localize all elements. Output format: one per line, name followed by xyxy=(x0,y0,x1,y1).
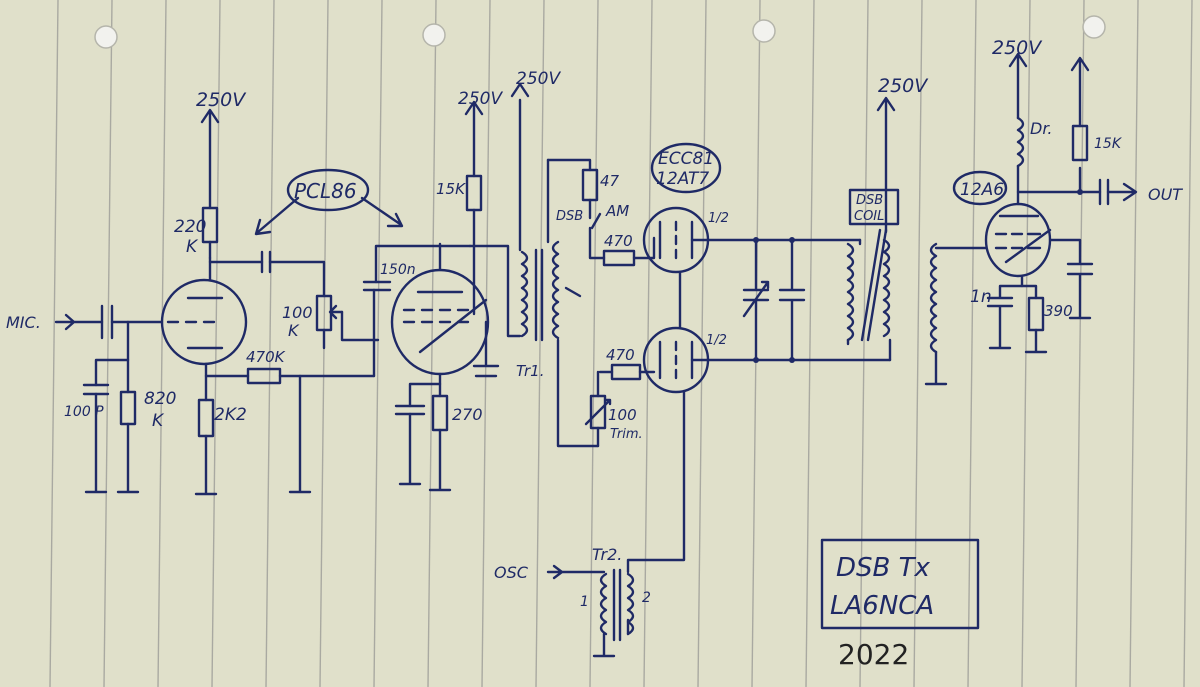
label-c1n: 1n xyxy=(970,287,992,307)
label-dsb-switch: DSB xyxy=(556,209,583,224)
label-tr2-1: 1 xyxy=(580,594,589,610)
label-half-2: 1/2 xyxy=(706,333,727,348)
label-dr: Dr. xyxy=(1030,119,1053,138)
label-r100trim-2: Trim. xyxy=(610,427,643,442)
balanced-modulator xyxy=(581,168,892,574)
label-r15k-1: 15K xyxy=(436,180,466,198)
label-r2k2: 2K2 xyxy=(214,405,247,425)
mic-input-stage xyxy=(54,108,380,496)
label-c100p: 100 P xyxy=(64,404,104,420)
12a6-bubble xyxy=(952,170,1008,206)
year-label: 2022 xyxy=(838,638,909,671)
label-r470-2: 470 xyxy=(606,346,635,364)
label-r220-2: K xyxy=(186,237,199,257)
label-250v-2: 250V xyxy=(458,89,503,109)
label-250v-3: 250V xyxy=(516,69,561,89)
label-r390: 390 xyxy=(1044,302,1073,320)
label-r470k: 470K xyxy=(246,348,286,366)
label-r820-2: K xyxy=(152,411,165,431)
label-tr2: Tr2. xyxy=(592,545,622,564)
label-tr2-2: 2 xyxy=(642,590,651,606)
label-ecc81: ECC81 xyxy=(658,149,714,169)
label-250v-1: 250V xyxy=(196,89,247,111)
dsb-tank-circuit xyxy=(742,96,900,363)
label-r270: 270 xyxy=(452,405,483,424)
label-mic: MIC. xyxy=(6,313,41,332)
label-r15k-2: 15K xyxy=(1094,136,1123,152)
label-dsb-coil-1: DSB xyxy=(856,193,883,208)
label-r470-1: 470 xyxy=(604,232,633,250)
label-12at7: 12AT7 xyxy=(656,169,709,189)
label-out: OUT xyxy=(1148,185,1183,204)
label-r820-1: 820 xyxy=(144,389,176,409)
binder-holes xyxy=(94,15,1106,49)
label-tr1: Tr1. xyxy=(516,362,544,380)
title-line-1: DSB Tx xyxy=(836,553,931,583)
label-dsb-coil-2: COIL xyxy=(854,209,884,224)
label-half-1: 1/2 xyxy=(708,211,729,226)
oscillator-input xyxy=(546,564,635,658)
title-line-2: LA6NCA xyxy=(830,591,934,621)
label-12a6: 12A6 xyxy=(960,180,1004,200)
label-r47: 47 xyxy=(600,172,620,190)
pentode-stage xyxy=(362,100,500,492)
label-250v-5: 250V xyxy=(992,37,1043,59)
pcl86-bubble xyxy=(286,168,370,212)
label-r220-1: 220 xyxy=(174,217,206,237)
label-r100k-1: 100 xyxy=(282,303,313,322)
ecc81-bubble xyxy=(650,142,722,194)
label-pcl86: PCL86 xyxy=(294,179,357,203)
label-r100k-2: K xyxy=(288,321,300,340)
label-250v-4: 250V xyxy=(878,75,929,97)
label-osc: OSC xyxy=(494,563,529,582)
label-r100trim-1: 100 xyxy=(608,406,637,424)
label-c150n: 150n xyxy=(380,262,416,278)
handwritten-labels: 250V 250V 250V 250V 250V PCL86 ECC81 12A… xyxy=(6,37,1183,671)
transformer-tr1 xyxy=(468,82,600,448)
output-stage xyxy=(924,52,1138,386)
label-am-switch: AM xyxy=(605,202,629,220)
